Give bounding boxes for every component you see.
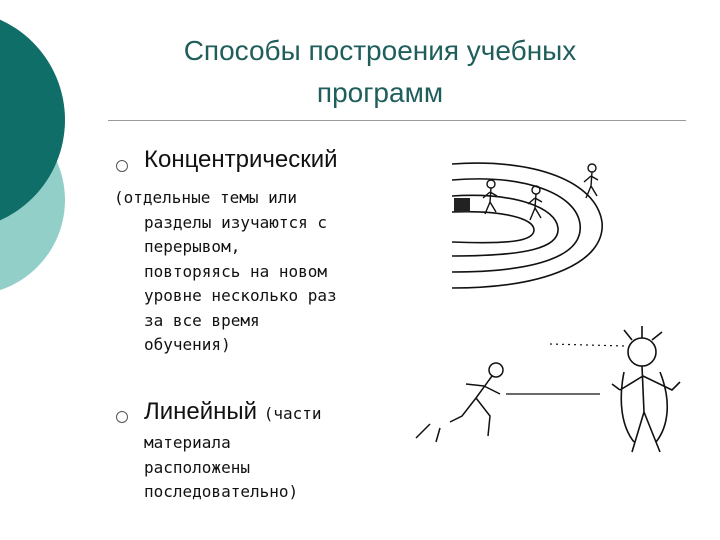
description-line: (отдельные темы или [114, 188, 298, 207]
description-line: разделы изучаются с [144, 212, 328, 232]
item-description-concentric: (отдельные темы или разделы изучаются с … [114, 186, 384, 358]
item-description-start: (части [263, 404, 322, 423]
runner-chasing-person-icon [415, 326, 681, 453]
item-heading-linear: Линейный (части [144, 398, 322, 426]
description-line: обучения) [144, 335, 231, 354]
description-line: расположены [144, 457, 250, 477]
description-line: материала [144, 433, 231, 452]
bullet-circle-icon [116, 411, 128, 423]
description-line: за все время [144, 310, 260, 330]
description-line: перерывом, [144, 237, 241, 256]
title-divider [108, 120, 686, 121]
item-description-linear: материала расположены последовательно) [144, 431, 404, 505]
decorative-circles [0, 19, 65, 291]
bullet-circle-icon [116, 160, 128, 172]
runners-on-concentric-track-icon [451, 162, 603, 289]
item-heading-concentric: Концентрический [144, 146, 338, 173]
description-line: последовательно) [144, 482, 299, 501]
slide-title: Способы построения учебных программ [183, 35, 577, 108]
description-line: повторяясь на новом [144, 261, 328, 281]
item-heading-linear-label: Линейный [144, 398, 258, 425]
description-line: уровне несколько раз [144, 286, 337, 305]
